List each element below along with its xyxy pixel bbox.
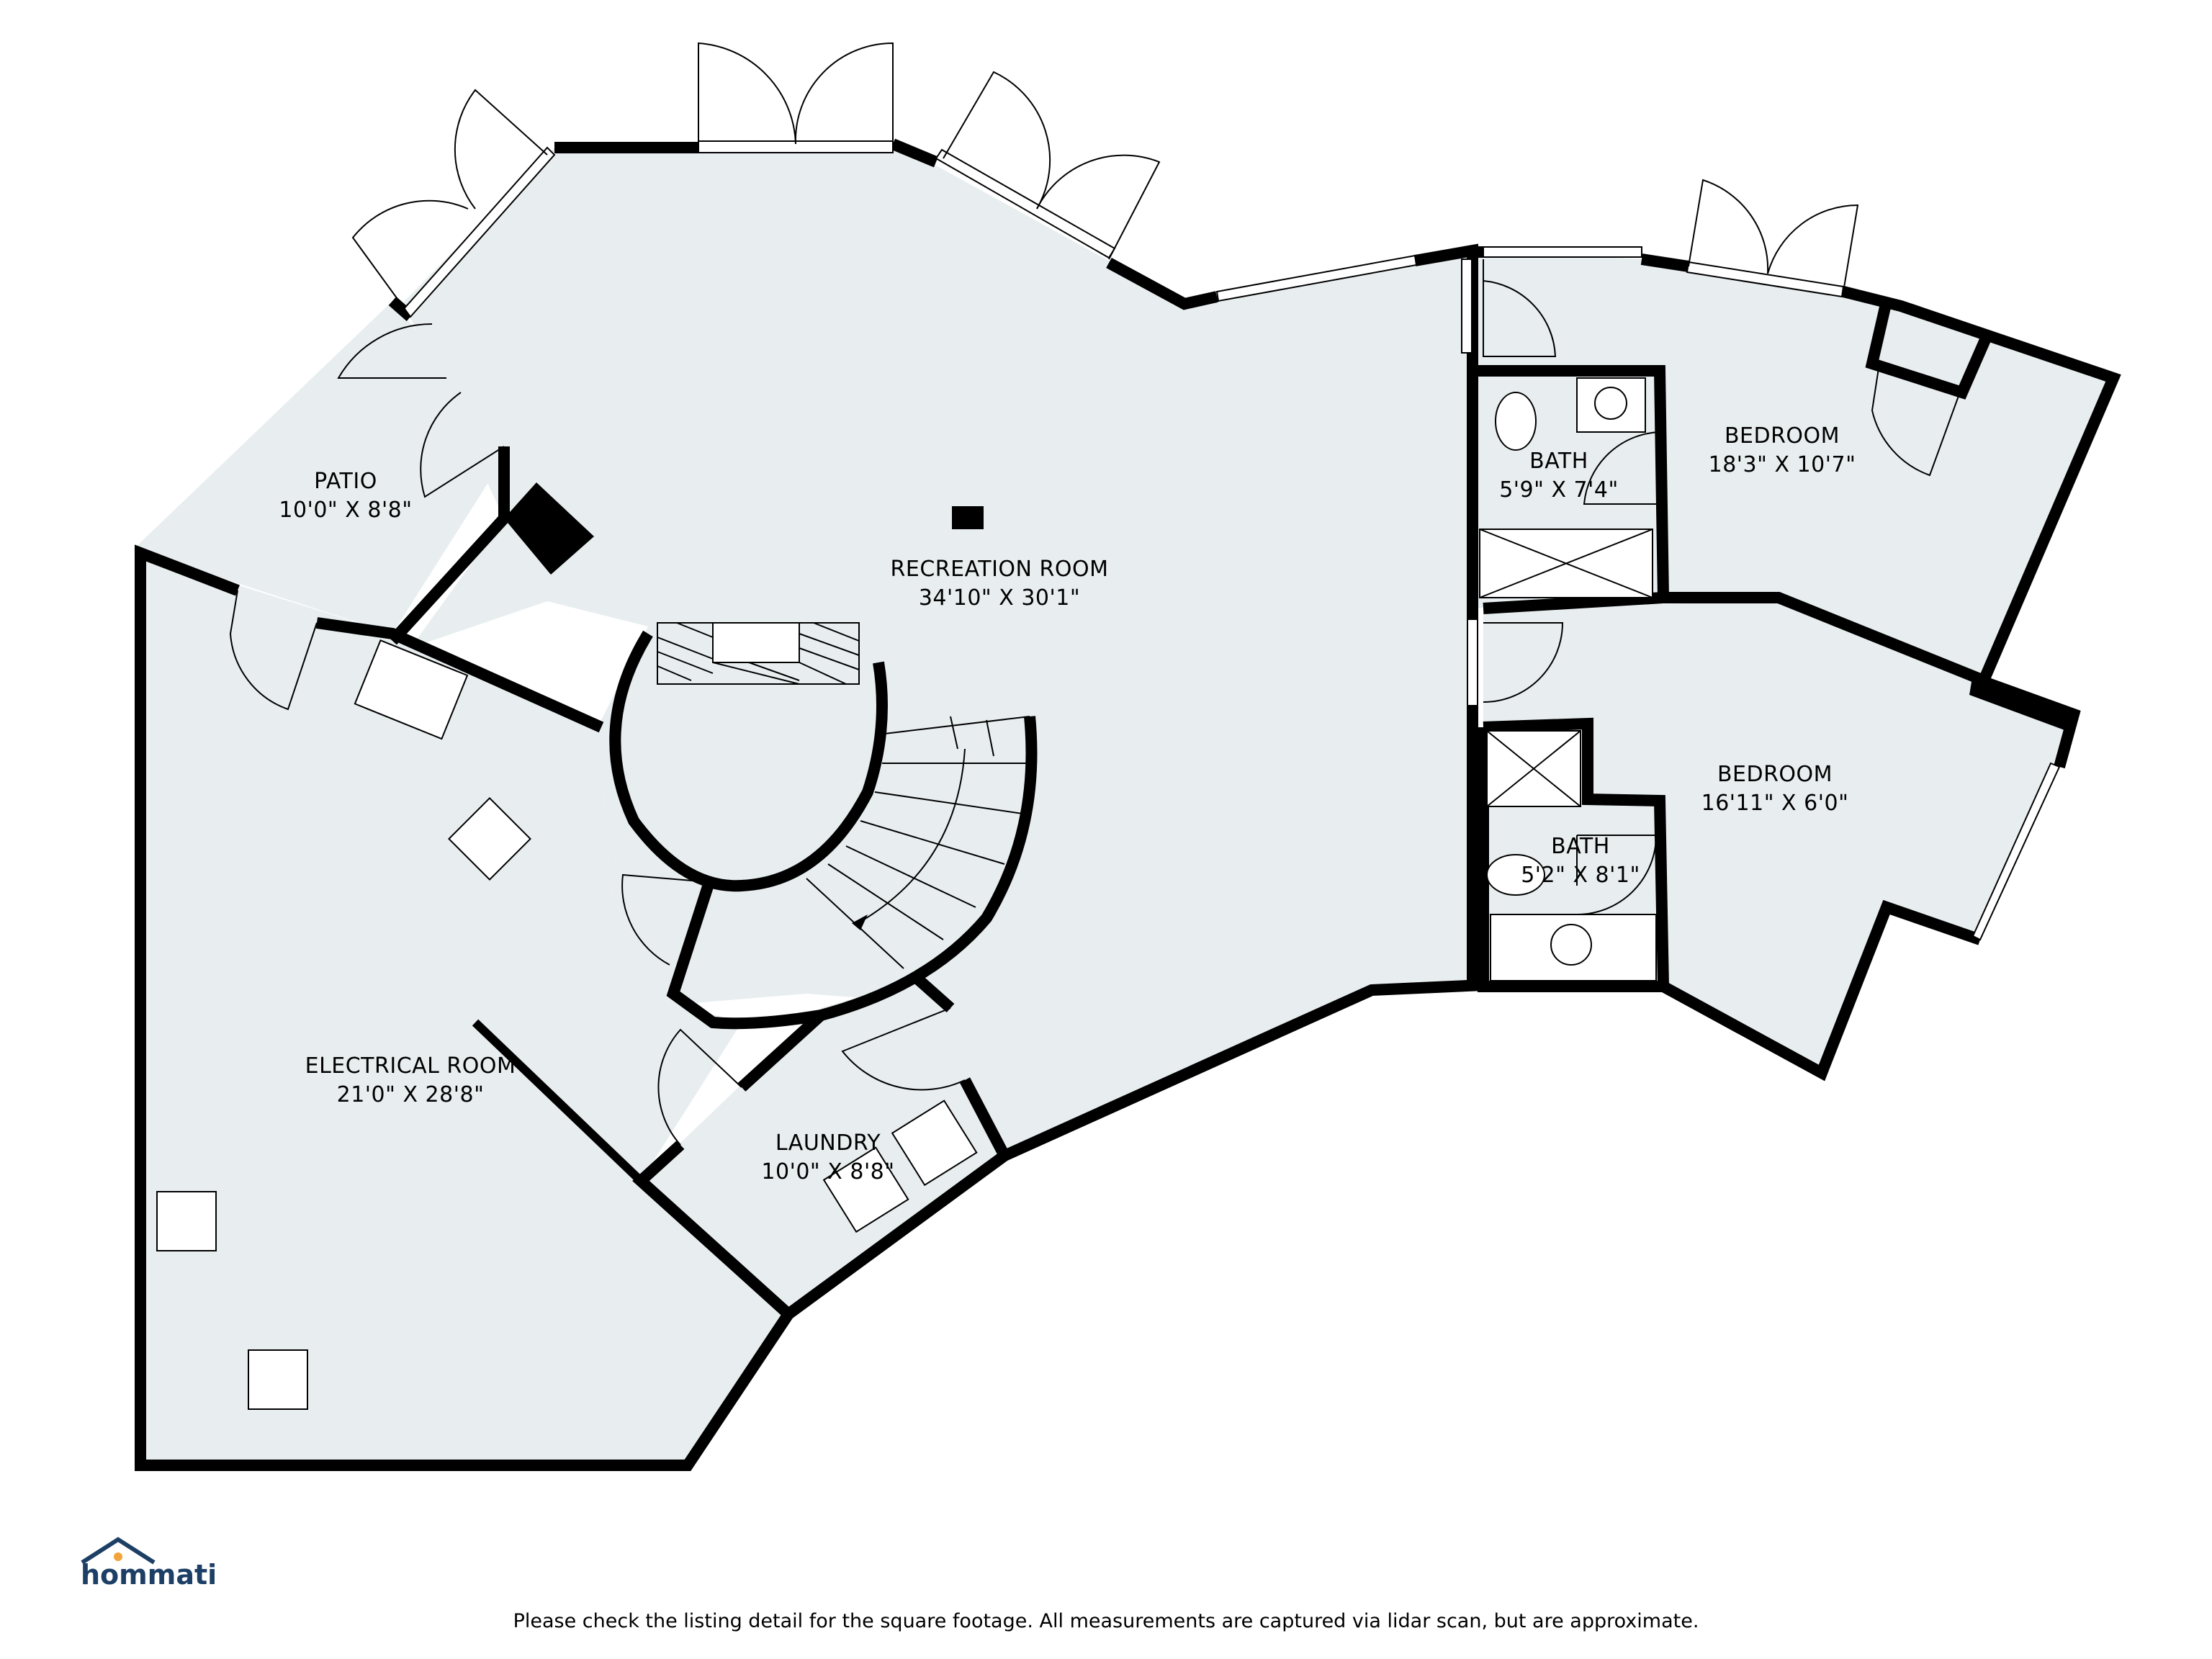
label-bedroom1-name: BEDROOM	[1725, 423, 1840, 449]
sink-bath1-basin	[1594, 387, 1627, 420]
label-patio-name: PATIO	[314, 469, 377, 494]
fireplace-center	[712, 622, 800, 663]
window-bed1-b	[1686, 261, 1845, 298]
door-bed1-north-left	[1688, 179, 1769, 274]
door-bed1-north-right	[1767, 204, 1859, 292]
label-patio-size: 10'0" X 8'8"	[279, 498, 412, 523]
door-nw-1	[454, 89, 548, 210]
door-ne-2	[1036, 154, 1161, 260]
door-north-right	[794, 42, 894, 148]
logo-house-icon	[81, 1537, 156, 1565]
door-stair	[621, 873, 710, 966]
wall-bath1	[1473, 365, 1670, 614]
door-electrical-panel	[354, 639, 469, 740]
shower-bath2-x	[1486, 730, 1581, 807]
stairs	[657, 622, 1030, 969]
door-laundry-east	[841, 1007, 966, 1091]
label-electrical-name: ELECTRICAL ROOM	[305, 1053, 516, 1079]
label-laundry-name: LAUNDRY	[775, 1130, 881, 1156]
label-bedroom2-name: BEDROOM	[1717, 762, 1833, 787]
door-bath1-inner	[1583, 431, 1660, 505]
stair-outer-arc	[666, 716, 1038, 1030]
electrical-room-area	[140, 554, 788, 1465]
window-nw	[402, 146, 556, 318]
laundry-dryer	[822, 1146, 909, 1233]
stair-arc	[609, 630, 888, 892]
label-bath1-size: 5'9" X 7'4"	[1499, 477, 1619, 503]
electrical-panel-2	[248, 1349, 308, 1410]
label-bedroom1-size: 18'3" X 10'7"	[1709, 452, 1856, 477]
window-rec-east	[1215, 254, 1418, 302]
door-ne-1	[943, 71, 1051, 210]
doors	[229, 42, 1959, 1146]
wall-bed2-east2	[1660, 899, 1982, 1082]
room-fills	[133, 148, 2113, 1465]
fireplace-hatch	[657, 622, 860, 685]
laundry-area	[641, 979, 1004, 1314]
room-labels: PATIO 10'0" X 8'8" RECREATION ROOM 34'10…	[279, 423, 1856, 1184]
door-bath2-rec	[1483, 622, 1564, 703]
toilet-bath1	[1495, 392, 1537, 451]
hommati-logo: hommati	[81, 1537, 217, 1591]
wall-bed1-north3	[1842, 286, 2121, 683]
wall-bath2	[1478, 717, 1670, 992]
stair-arrow-head	[852, 914, 868, 930]
wall-laundry-west	[737, 1011, 825, 1092]
door-electrical	[229, 590, 318, 711]
wall-bed1-south	[1663, 592, 1986, 686]
label-bath2-size: 5'2" X 8'1"	[1521, 863, 1640, 888]
door-patio-2	[420, 392, 505, 498]
wall-electrical-diagonal	[472, 1019, 644, 1184]
label-recreation-size: 34'10" X 30'1"	[919, 585, 1080, 611]
wall-bed1-closet	[1865, 300, 1993, 400]
laundry-washer	[891, 1100, 978, 1187]
opening-rec-bath1	[1461, 258, 1473, 354]
walls	[135, 138, 2121, 1471]
column	[952, 506, 984, 529]
svg-text:hommati: hommati	[81, 1559, 217, 1591]
wall-laundry-east	[914, 975, 955, 1012]
wall-ne	[1106, 257, 1218, 310]
windows	[402, 140, 2061, 941]
electrical-equipment	[448, 797, 531, 881]
stair-arrow	[860, 748, 966, 922]
door-patio-1	[337, 323, 446, 379]
toilet-bath2	[1486, 854, 1545, 896]
fixtures	[156, 377, 1657, 1410]
door-nw-2	[351, 199, 469, 318]
window-bed1-a	[1483, 246, 1642, 258]
wall-bed1-north2	[1640, 253, 1690, 272]
label-recreation-name: RECREATION ROOM	[891, 557, 1109, 582]
opening-rec-bath2	[1467, 619, 1478, 706]
label-bath2-name: BATH	[1551, 834, 1610, 859]
door-bed1-closet	[1871, 363, 1959, 477]
shower-bath1-x	[1479, 529, 1653, 598]
stair-landing	[605, 626, 878, 900]
wall-rec-south	[135, 544, 1484, 1471]
door-bath2-inner	[1576, 835, 1658, 915]
wall-post-2	[1969, 673, 2074, 731]
wall-laundry-east2	[959, 1077, 1010, 1159]
label-bedroom2-size: 16'11" X 6'0"	[1701, 791, 1849, 816]
window-bed2	[1972, 762, 2061, 941]
door-bath1	[1483, 259, 1557, 357]
label-electrical-size: 21'0" X 28'8"	[337, 1082, 485, 1107]
patio-area	[133, 301, 511, 634]
wall-north-mid	[890, 138, 939, 168]
door-north-left	[698, 42, 796, 148]
door-laundry-west	[657, 1028, 742, 1146]
label-laundry-size: 10'0" X 8'8"	[761, 1159, 894, 1184]
sink-bath2-basin	[1550, 924, 1592, 966]
recreation-room-area	[403, 148, 1473, 1156]
label-bath1-name: BATH	[1529, 449, 1588, 474]
disclaimer-text: Please check the listing detail for the …	[513, 1610, 1699, 1632]
logo-accent-dot	[114, 1552, 122, 1561]
electrical-panel-1	[156, 1191, 217, 1251]
wall-post-1	[504, 482, 594, 575]
